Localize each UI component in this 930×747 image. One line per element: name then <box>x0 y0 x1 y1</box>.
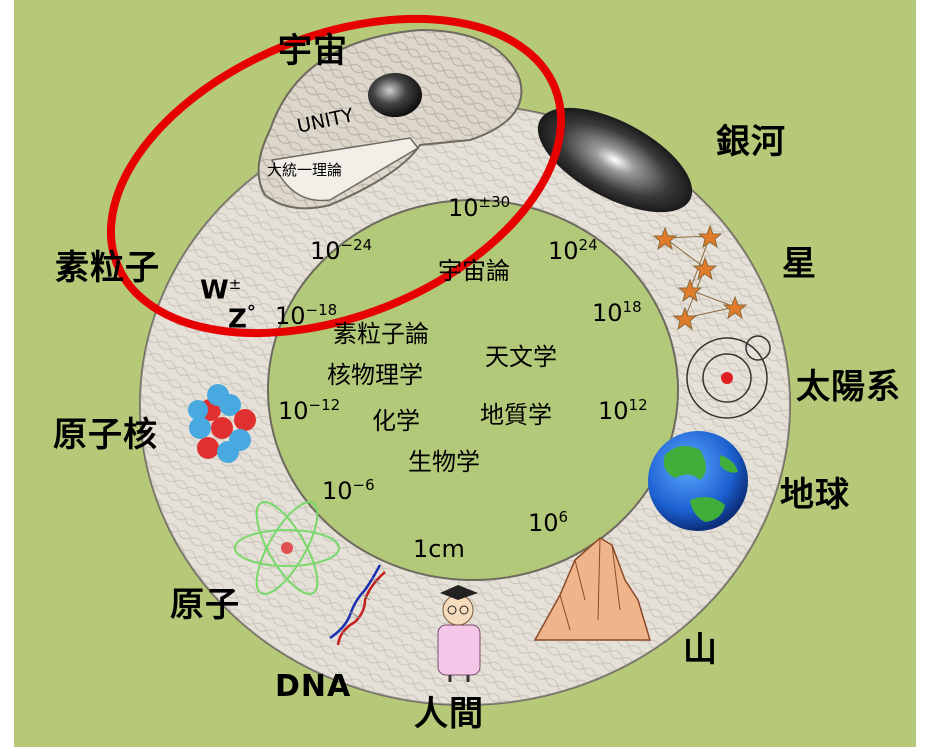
field-soryuushiron: 素粒子論 <box>333 322 429 346</box>
scale-base: 10 <box>448 194 479 222</box>
scale-p12: 1012 <box>598 398 648 423</box>
scale-p6: 106 <box>528 510 568 535</box>
scale-exp: 24 <box>579 236 598 254</box>
scale-base: 10 <box>592 299 623 327</box>
label-ginga: 銀河 <box>716 125 786 159</box>
scale-base: 10 <box>310 237 341 265</box>
scale-p24: 1024 <box>548 238 598 263</box>
label-taiyoukei: 太陽系 <box>796 370 901 404</box>
label-genshikaku: 原子核 <box>53 418 158 452</box>
z-boson-text: Z <box>228 305 247 335</box>
field-kakubutsurigaku: 核物理学 <box>327 363 423 387</box>
label-z-boson: Z° <box>228 304 256 333</box>
scale-exp: ±30 <box>479 193 511 211</box>
scale-m6: 10−6 <box>322 478 375 503</box>
scale-exp: 6 <box>559 508 569 526</box>
label-ningen: 人間 <box>414 697 484 731</box>
label-uchu: 宇宙 <box>278 34 348 68</box>
label-hoshi: 星 <box>782 247 817 281</box>
scale-exp: −12 <box>309 396 341 414</box>
scale-m18: 10−18 <box>275 303 337 328</box>
label-w-boson: W± <box>200 277 241 304</box>
label-soryuushi: 素粒子 <box>55 251 160 285</box>
w-boson-text: W <box>200 276 229 306</box>
scale-base: 10 <box>528 509 559 537</box>
label-daitouitsu: 大統一理論 <box>267 163 342 178</box>
label-dna: DNA <box>275 672 351 702</box>
scale-base: 10 <box>275 302 306 330</box>
scale-m12: 10−12 <box>278 398 340 423</box>
black-hole-icon <box>368 73 422 117</box>
field-seibutsugaku: 生物学 <box>408 450 480 474</box>
label-yama: 山 <box>683 633 718 667</box>
scale-p18: 1018 <box>592 300 642 325</box>
w-boson-sup: ± <box>229 275 242 293</box>
scale-exp: −6 <box>353 476 375 494</box>
field-tenmongaku: 天文学 <box>485 345 557 369</box>
earth-icon <box>648 431 748 531</box>
label-chikyuu: 地球 <box>780 478 850 512</box>
field-uchuuron: 宇宙論 <box>438 259 510 283</box>
scale-exp: 18 <box>623 298 642 316</box>
label-genshi: 原子 <box>170 588 240 622</box>
scale-base: 10 <box>322 477 353 505</box>
scale-exp: −24 <box>341 236 373 254</box>
z-boson-sup: ° <box>247 302 256 323</box>
scale-base: 10 <box>598 397 629 425</box>
scale-p30: 10±30 <box>448 195 510 220</box>
scale-1cm: 1cm <box>413 537 465 561</box>
scale-base: 10 <box>548 237 579 265</box>
scale-m24: 10−24 <box>310 238 372 263</box>
field-kagaku: 化学 <box>372 409 420 433</box>
scale-base: 10 <box>278 397 309 425</box>
scale-exp: 12 <box>629 396 648 414</box>
field-chishitsugaku: 地質学 <box>480 403 552 427</box>
scale-exp: −18 <box>306 301 338 319</box>
